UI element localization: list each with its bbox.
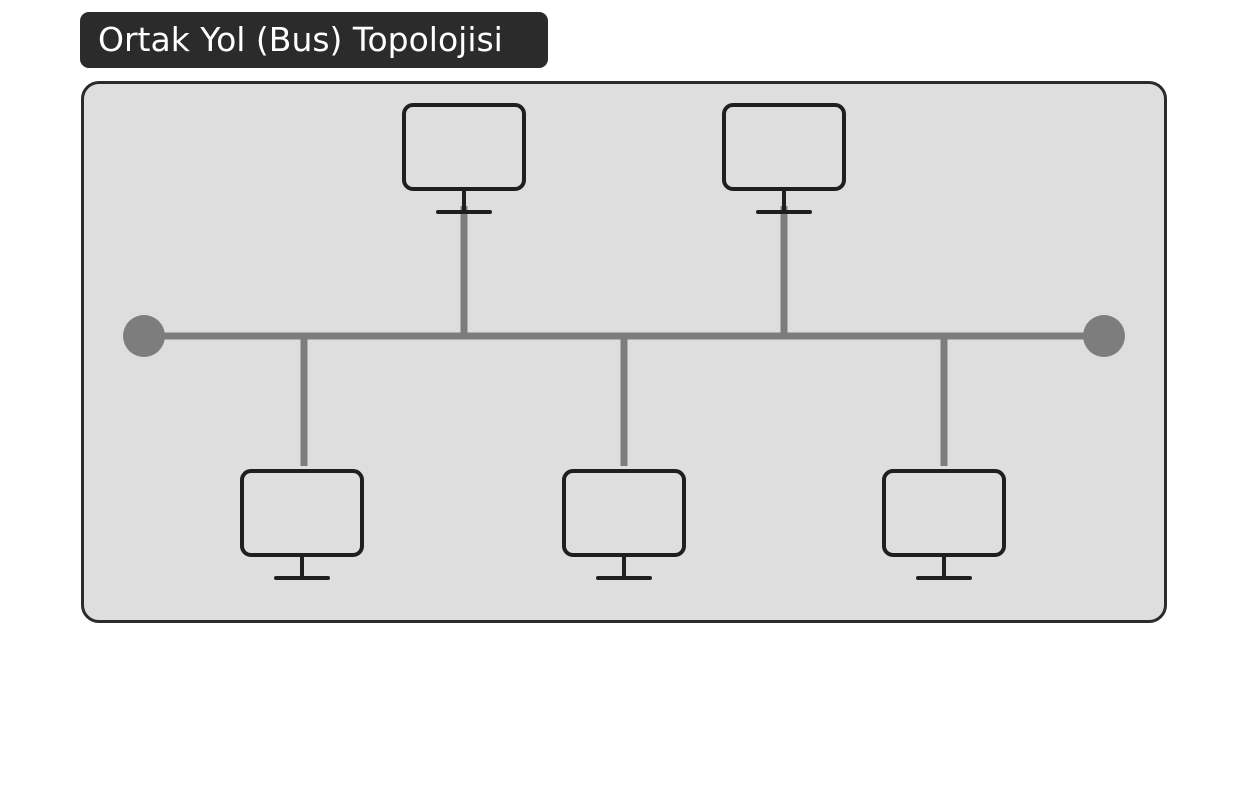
monitor-icon xyxy=(882,469,1006,580)
monitor-icon xyxy=(562,469,686,580)
terminator-right xyxy=(1083,315,1125,357)
monitor-icon xyxy=(240,469,364,580)
monitor-icon xyxy=(722,103,846,214)
terminator-left xyxy=(123,315,165,357)
diagram-title: Ortak Yol (Bus) Topolojisi xyxy=(80,12,548,68)
monitor-icon xyxy=(402,103,526,214)
